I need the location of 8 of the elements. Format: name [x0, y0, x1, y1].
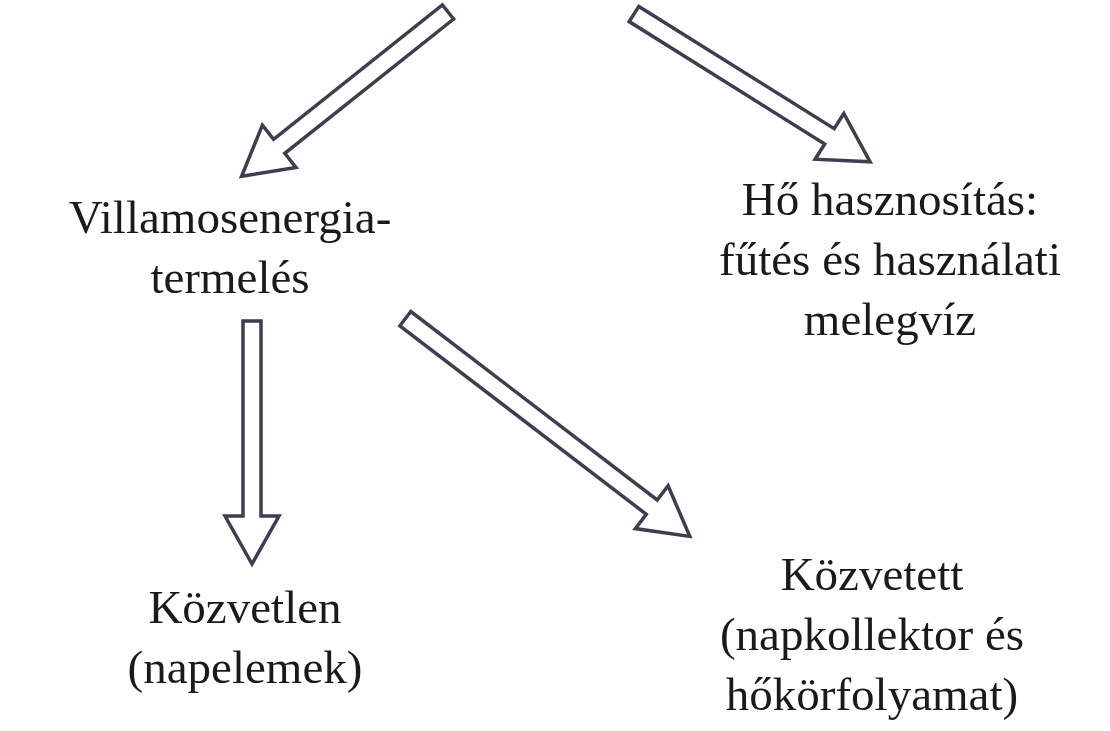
hollow-arrow [397, 309, 693, 539]
node-label: Hő hasznosítás: fűtés és használati melegvíz [718, 172, 1062, 347]
hollow-arrow [626, 4, 874, 164]
hollow-arrow [238, 2, 457, 179]
node-label: Közvetett (napkollektor és hőkörfolyamat) [718, 547, 1026, 722]
node-label: Közvetlen (napelemek) [126, 579, 364, 695]
node-label: Villamosenergia-termelés [67, 189, 393, 305]
hollow-arrow [222, 319, 282, 568]
